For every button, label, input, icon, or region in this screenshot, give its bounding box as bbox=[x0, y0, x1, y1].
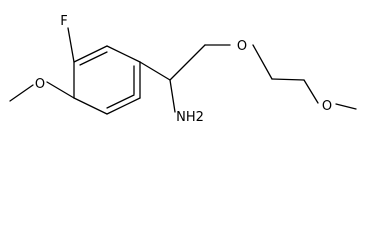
fluorine-atom-label: F bbox=[60, 14, 67, 29]
c-o-bond bbox=[46, 81, 75, 99]
c-f-bond bbox=[67, 27, 75, 63]
chain-oxygen-1-atom-label: O bbox=[237, 39, 247, 54]
c-n-bond bbox=[169, 79, 176, 113]
benzene-ring bbox=[73, 45, 141, 115]
amine-atom-label: NH2 bbox=[176, 110, 204, 123]
ring-bond bbox=[106, 97, 141, 115]
ring-bond bbox=[73, 97, 108, 115]
ring-chiral-bond bbox=[139, 61, 171, 81]
ring-bond bbox=[73, 45, 108, 63]
ch2-ch2-bond bbox=[271, 78, 305, 81]
chain-oxygen-2-atom-label: O bbox=[322, 99, 332, 114]
ring-double-bond bbox=[79, 51, 108, 66]
ch2-o-bond bbox=[303, 79, 319, 104]
o-methyl-bond bbox=[335, 103, 357, 110]
chemical-structure: F O O O NH2 bbox=[9, 14, 357, 123]
o-ch2-bond bbox=[252, 44, 273, 80]
chiral-ch2-bond bbox=[169, 44, 206, 81]
ring-oxygen-atom-label: O bbox=[35, 77, 45, 92]
o-methyl-bond bbox=[9, 84, 34, 102]
ring-double-bond bbox=[106, 94, 135, 109]
ring-bond bbox=[106, 45, 141, 63]
